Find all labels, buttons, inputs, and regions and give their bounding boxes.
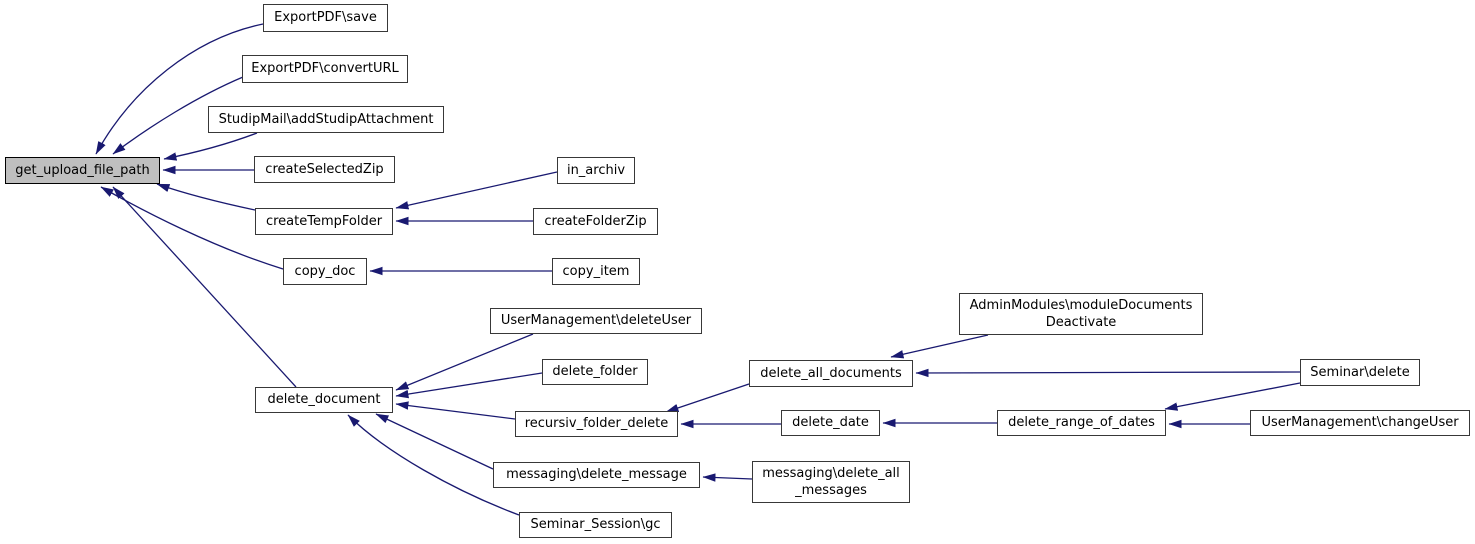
edge-in_archiv-to-createtempfolder xyxy=(395,171,558,210)
node-delete_range_of_dates[interactable]: delete_range_of_dates xyxy=(997,410,1166,436)
node-label: get_upload_file_path xyxy=(15,162,150,178)
node-get_upload_file_path[interactable]: get_upload_file_path xyxy=(5,157,160,184)
edge-usermanagement_deleteuser-to-delete_document xyxy=(395,333,534,391)
edge-recursiv_folder_delete-to-delete_document xyxy=(395,401,516,420)
node-delete_folder[interactable]: delete_folder xyxy=(542,359,648,385)
edge-delete_all_documents-to-recursiv_folder_delete xyxy=(665,383,750,413)
edge-messaging_delete_all_messages-to-messaging_delete_message xyxy=(702,473,753,482)
node-label: delete_all_documents xyxy=(760,365,902,381)
node-messaging_delete_all_messages[interactable]: messaging\delete_all _messages xyxy=(752,461,910,503)
node-createfolderzip[interactable]: createFolderZip xyxy=(533,208,658,235)
node-delete_all_documents[interactable]: delete_all_documents xyxy=(749,360,913,387)
node-label: UserManagement\deleteUser xyxy=(500,313,692,329)
node-label-line2: _messages xyxy=(795,483,867,498)
edges xyxy=(95,23,1301,516)
node-label-line2: Deactivate xyxy=(1045,315,1117,330)
node-label: ExportPDF\save xyxy=(274,10,377,26)
node-label: copy_doc xyxy=(294,263,356,279)
node-label: createSelectedZip xyxy=(265,161,384,177)
node-label: ExportPDF\convertURL xyxy=(251,61,399,77)
edge-seminar_delete-to-delete_all_documents xyxy=(915,368,1301,378)
node-copy_doc[interactable]: copy_doc xyxy=(283,258,367,285)
node-label: copy_item xyxy=(562,263,630,279)
node-label: StudipMail\addStudipAttachment xyxy=(218,111,434,127)
node-label: Seminar\delete xyxy=(1310,364,1410,380)
node-label: delete_document xyxy=(267,392,381,408)
node-exportpdf_converturl[interactable]: ExportPDF\convertURL xyxy=(242,55,408,83)
edge-studipmail_addstudipattachment-to-get_upload_file_path xyxy=(163,132,258,161)
node-seminar_session_gc[interactable]: Seminar_Session\gc xyxy=(519,512,672,538)
node-label: delete_folder xyxy=(552,364,638,380)
node-label: messaging\delete_message xyxy=(506,467,687,483)
edge-createtempfolder-to-get_upload_file_path xyxy=(156,183,256,211)
node-messaging_delete_message[interactable]: messaging\delete_message xyxy=(493,462,700,488)
edge-seminar_delete-to-delete_range_of_dates xyxy=(1164,382,1301,411)
edge-messaging_delete_message-to-delete_document xyxy=(375,413,494,470)
node-label: AdminModules\moduleDocuments xyxy=(969,297,1193,313)
node-label: delete_range_of_dates xyxy=(1008,415,1155,431)
edge-delete_folder-to-delete_document xyxy=(395,372,543,399)
node-usermanagement_deleteuser[interactable]: UserManagement\deleteUser xyxy=(490,308,702,334)
node-in_archiv[interactable]: in_archiv xyxy=(557,157,635,184)
edge-adminmodules_moduledocumentsdeactivate-to-delete_all_documents xyxy=(890,334,989,359)
node-studipmail_addstudipattachment[interactable]: StudipMail\addStudipAttachment xyxy=(208,106,444,133)
node-label: createFolderZip xyxy=(544,213,647,229)
edge-exportpdf_save-to-get_upload_file_path xyxy=(95,23,264,155)
node-delete_date[interactable]: delete_date xyxy=(781,410,880,436)
node-label: createTempFolder xyxy=(265,213,383,229)
node-exportpdf_save[interactable]: ExportPDF\save xyxy=(263,4,388,32)
node-usermanagement_changeuser[interactable]: UserManagement\changeUser xyxy=(1250,410,1470,436)
node-delete_document[interactable]: delete_document xyxy=(255,387,393,413)
node-label: recursiv_folder_delete xyxy=(524,416,669,432)
node-label: delete_date xyxy=(792,415,869,431)
node-label: UserManagement\changeUser xyxy=(1261,415,1459,431)
node-label: in_archiv xyxy=(566,162,626,178)
node-label: Seminar_Session\gc xyxy=(530,517,661,533)
node-label: messaging\delete_all xyxy=(762,465,900,481)
node-recursiv_folder_delete[interactable]: recursiv_folder_delete xyxy=(515,411,678,437)
node-createtempfolder[interactable]: createTempFolder xyxy=(255,208,393,235)
node-copy_item[interactable]: copy_item xyxy=(552,258,640,285)
node-createselectedzip[interactable]: createSelectedZip xyxy=(254,156,395,183)
node-seminar_delete[interactable]: Seminar\delete xyxy=(1300,359,1420,386)
